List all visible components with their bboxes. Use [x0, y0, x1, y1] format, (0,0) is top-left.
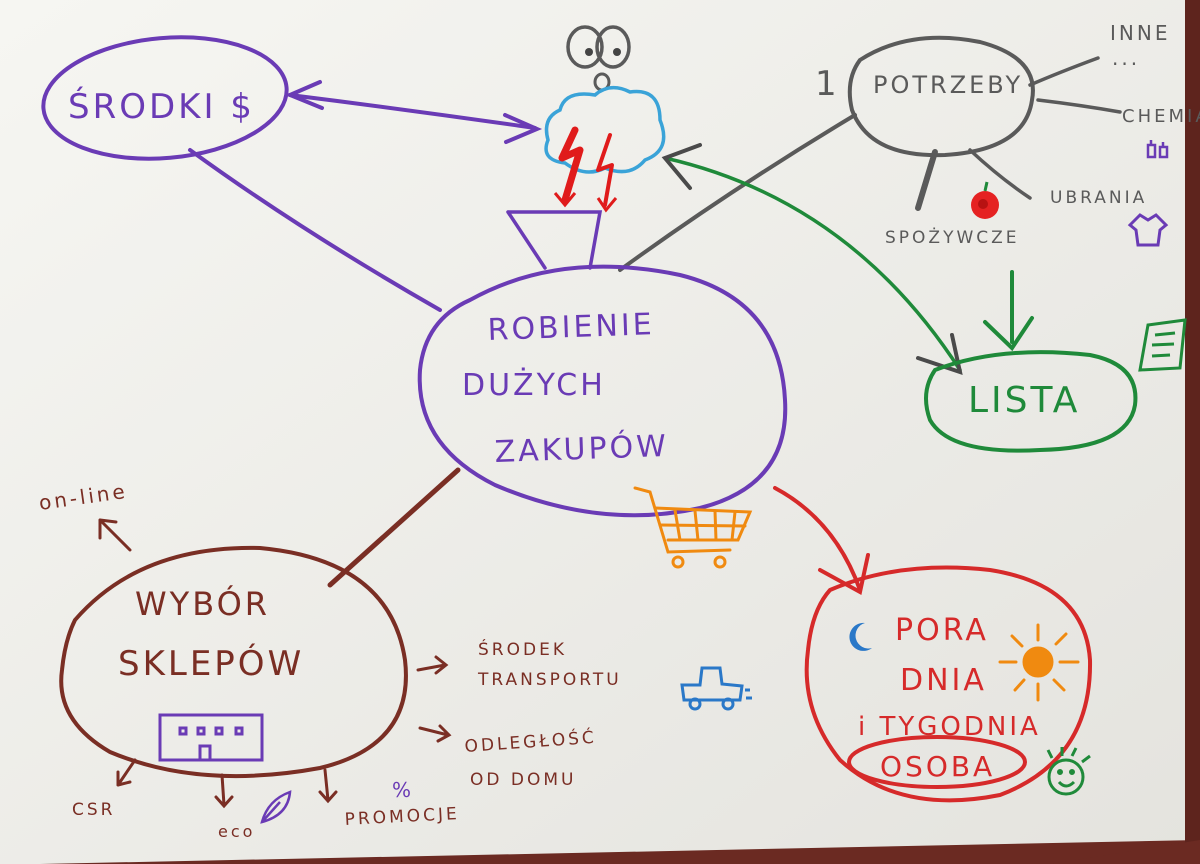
lista-node: LISTA — [924, 318, 1187, 453]
arrow-promo — [318, 768, 338, 804]
smiley-icon — [1046, 747, 1091, 796]
table-corner — [1050, 840, 1200, 864]
lista-label: LISTA — [968, 380, 1080, 421]
cloud — [544, 85, 666, 174]
arrow-srodki-cloud — [288, 93, 537, 130]
eye-left — [566, 25, 604, 69]
pora-osoba: OSOBA — [880, 750, 995, 783]
arrow-eco — [214, 773, 234, 809]
branch-spozywcze: SPOŻYWCZE — [885, 227, 1020, 248]
bottles-icon — [1146, 140, 1169, 159]
car-icon — [680, 666, 752, 711]
transport-line1: ŚRODEK — [478, 638, 567, 660]
center-line3: ZAKUPÓW — [494, 427, 669, 470]
leaf-icon — [260, 790, 292, 824]
arrowhead-pora — [818, 553, 870, 596]
lightning-right — [596, 133, 614, 207]
arrow-center-pora — [773, 486, 862, 592]
neck — [506, 210, 603, 270]
arrow-transport — [416, 655, 449, 675]
branch-inne: INNE — [1110, 21, 1170, 45]
lightning-left — [558, 126, 584, 204]
arrowhead-down-lista — [983, 316, 1034, 352]
promo-mark: % — [392, 778, 414, 802]
stress-figure — [506, 25, 666, 270]
shopping-cart-icon — [633, 486, 753, 569]
potrzeby-node: 1 POTRZEBY INNE ... CHEMIA UBRANIA SPOŻY… — [815, 21, 1200, 248]
moon-icon — [849, 622, 872, 651]
arrowhead-gray-lista — [916, 333, 963, 376]
arrow-cloud-lista — [663, 156, 962, 372]
arrow-online — [98, 518, 132, 552]
apple-icon — [971, 181, 999, 219]
distance-line2: OD DOMU — [470, 770, 576, 790]
pora-line1: PORA — [895, 613, 989, 648]
center-topic: ROBIENIE DUŻYCH ZAKUPÓW — [417, 264, 788, 518]
arrowhead-srodki — [284, 80, 324, 110]
branch-chemia: CHEMIA — [1122, 106, 1200, 127]
background-edge — [1185, 0, 1200, 864]
shirt-icon — [1127, 213, 1169, 247]
srodki-node: ŚRODKI $ — [41, 35, 289, 161]
potrzeby-number: 1 — [815, 64, 840, 104]
pora-line2: DNIA — [900, 663, 987, 698]
link-center-wybor — [327, 467, 461, 588]
list-paper-icon — [1138, 318, 1187, 372]
link-srodki-center — [188, 148, 442, 312]
eye-right — [595, 25, 631, 69]
center-line2: DUŻYCH — [462, 367, 606, 403]
eco-label: eco — [218, 822, 255, 841]
center-line1: ROBIENIE — [487, 307, 655, 348]
srodki-label: ŚRODKI $ — [68, 86, 255, 127]
transport-line2: TRANSPORTU — [477, 670, 622, 690]
arrow-csr — [116, 758, 137, 787]
csr-label: CSR — [72, 800, 115, 820]
wybor-line2: SKLEPÓW — [118, 643, 304, 684]
branch-more: ... — [1112, 46, 1140, 70]
arrowhead-cloud — [503, 113, 543, 144]
store-icon — [158, 713, 264, 762]
wybor-line1: WYBÓR — [135, 584, 270, 623]
arrowhead-gray-cloud — [661, 143, 702, 190]
sun-icon — [998, 623, 1080, 702]
potrzeby-label: POTRZEBY — [873, 71, 1023, 99]
branch-ubrania: UBRANIA — [1050, 188, 1147, 208]
osoba-bubble — [847, 735, 1027, 789]
pora-node: PORA DNIA i TYGODNIA OSOBA — [804, 565, 1093, 803]
arrow-distance — [418, 724, 452, 743]
link-potrzeby-center — [618, 113, 857, 272]
